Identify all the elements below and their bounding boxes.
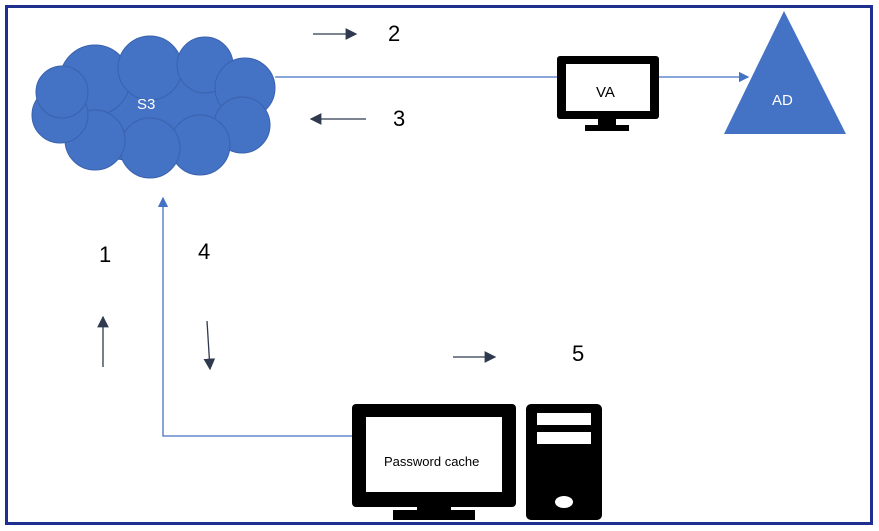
va-monitor-icon xyxy=(557,56,659,131)
step-1-number: 1 xyxy=(99,242,112,267)
client-label: Password cache xyxy=(384,454,480,469)
step-3-number: 3 xyxy=(393,106,406,131)
step-4-number: 4 xyxy=(198,239,211,264)
s3-cloud xyxy=(31,35,276,179)
ad-triangle xyxy=(724,11,846,134)
connector-client-s3 xyxy=(157,196,355,437)
s3-label: S3 xyxy=(137,96,156,113)
ad-label: AD xyxy=(772,92,793,109)
client-monitor-icon xyxy=(352,404,516,520)
va-label: VA xyxy=(596,84,615,101)
step-5-number: 5 xyxy=(572,341,585,366)
step-2-number: 2 xyxy=(388,21,401,46)
tower-pc-icon xyxy=(526,404,602,520)
step-4-arrow xyxy=(203,320,216,371)
